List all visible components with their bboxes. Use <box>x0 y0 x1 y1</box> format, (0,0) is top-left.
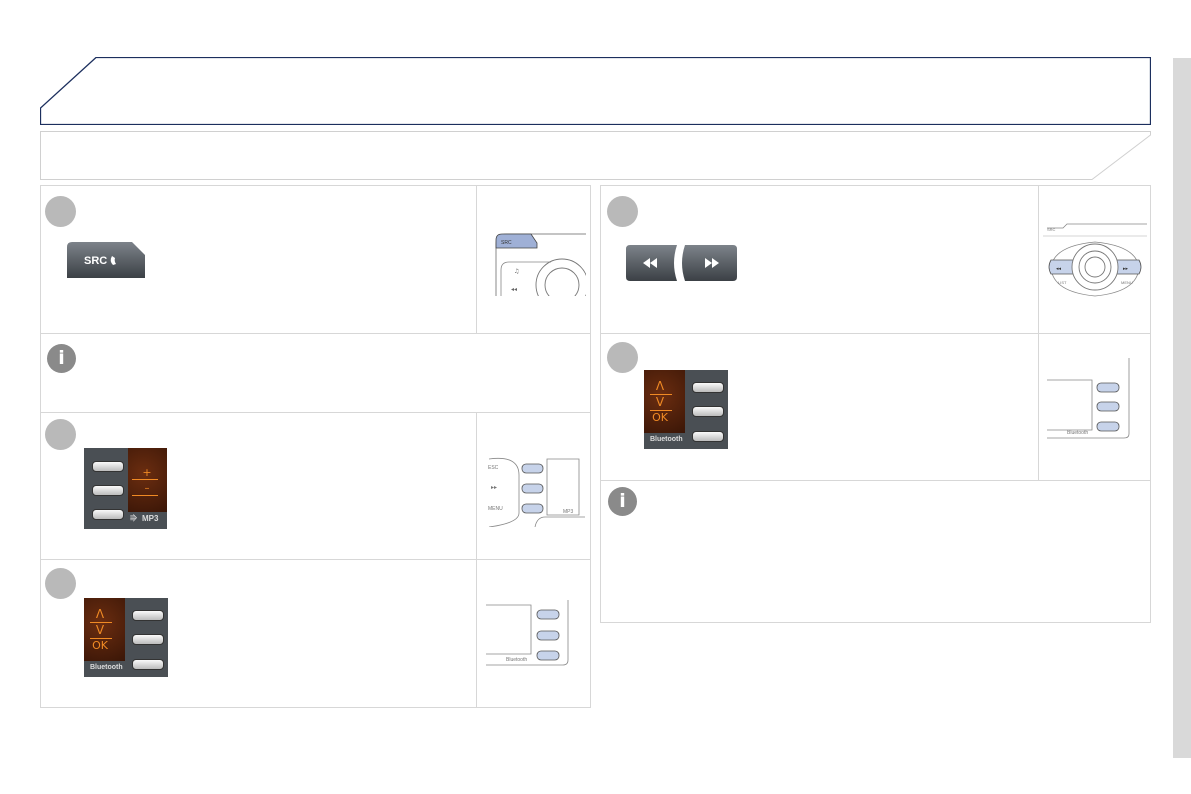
bt-key-middle <box>692 406 724 417</box>
step-mp3-cell: + – ⭆ MP3 ESC ▸▸ MENU MP3 <box>41 413 590 560</box>
bt-key-top <box>132 610 164 621</box>
info-note-cell-right: i <box>601 481 1150 622</box>
mini-bluetooth-label: Bluetooth <box>1067 430 1088 436</box>
step-bluetooth-cell-right: Λ V OK Bluetooth Bluetooth <box>601 334 1150 481</box>
right-panel: SRC ◂◂ ▸▸ LIST MENU Λ V OK Bluetooth <box>600 185 1151 623</box>
src-phone-button: SRC <box>67 242 145 278</box>
ok-label: OK <box>92 639 108 652</box>
mp3-panel-thumbnail: ESC ▸▸ MENU MP3 <box>488 457 585 527</box>
mp3-key-top <box>92 461 124 472</box>
seek-buttons <box>626 245 737 281</box>
bluetooth-label: Bluetooth <box>650 436 683 443</box>
section-header-tab <box>40 57 1151 125</box>
mini-menu-label-2: MENU <box>1121 280 1133 285</box>
step-marker <box>45 419 76 450</box>
radio-panel-src-thumbnail: SRC ♫ ◂◂ <box>495 233 586 296</box>
plus-label: + <box>142 466 152 479</box>
mini-src-label-2: SRC <box>1047 227 1056 232</box>
bt-key-bottom <box>132 659 164 670</box>
mp3-control-pad: + – ⭆ MP3 <box>84 448 167 529</box>
bluetooth-label: Bluetooth <box>90 664 123 671</box>
step-src-cell: SRC SRC ♫ ◂◂ <box>41 186 590 334</box>
step-marker <box>45 568 76 599</box>
page-edge-tab <box>1173 58 1191 758</box>
divider <box>1038 334 1039 481</box>
svg-text:◂◂: ◂◂ <box>511 286 517 293</box>
divider <box>476 186 477 334</box>
svg-text:♫: ♫ <box>514 268 519 275</box>
minus-label: – <box>144 483 150 494</box>
step-marker <box>607 196 638 227</box>
rewind-icon <box>643 258 650 268</box>
svg-text:◂◂: ◂◂ <box>1056 266 1062 272</box>
section-subheader <box>40 131 1151 180</box>
info-note-cell: i <box>41 334 590 413</box>
step-marker <box>45 196 76 227</box>
info-icon: i <box>608 487 637 516</box>
ok-label: OK <box>652 411 668 424</box>
bluetooth-control-pad: Λ V OK Bluetooth <box>84 598 168 677</box>
usb-icon: ⭆ <box>130 514 138 523</box>
bluetooth-panel-thumbnail: Bluetooth <box>486 600 569 666</box>
mini-mp3-label: MP3 <box>563 509 574 515</box>
mp3-key-middle <box>92 485 124 496</box>
mp3-key-bottom <box>92 509 124 520</box>
down-label: V <box>95 623 105 637</box>
bt-key-middle <box>132 634 164 645</box>
mini-src-label: SRC <box>501 240 512 246</box>
mini-bluetooth-label: Bluetooth <box>506 657 527 663</box>
step-seek-cell: SRC ◂◂ ▸▸ LIST MENU <box>601 186 1150 334</box>
svg-text:▸▸: ▸▸ <box>491 484 497 491</box>
up-label: Λ <box>655 379 665 393</box>
up-label: Λ <box>95 607 105 621</box>
seek-panel-thumbnail: SRC ◂◂ ▸▸ LIST MENU <box>1043 223 1147 297</box>
mini-menu-label: MENU <box>488 506 503 512</box>
down-label: V <box>655 395 665 409</box>
info-icon: i <box>47 344 76 373</box>
src-label: SRC <box>84 255 107 267</box>
bt-key-top <box>692 382 724 393</box>
mp3-label: MP3 <box>142 514 159 523</box>
divider <box>476 560 477 707</box>
bt-key-bottom <box>692 431 724 442</box>
mini-esc-label: ESC <box>488 465 499 471</box>
bluetooth-control-pad-right: Λ V OK Bluetooth <box>644 370 728 449</box>
left-panel: SRC SRC ♫ ◂◂ i + – <box>40 185 591 708</box>
fast-forward-icon <box>705 258 712 268</box>
divider <box>1038 186 1039 334</box>
phone-icon <box>110 256 116 265</box>
mini-list-label: LIST <box>1058 280 1067 285</box>
step-bluetooth-cell: Λ V OK Bluetooth Bluetooth <box>41 560 590 707</box>
step-marker <box>607 342 638 373</box>
bluetooth-panel-thumbnail-right: Bluetooth <box>1047 358 1130 439</box>
divider <box>476 413 477 560</box>
svg-text:▸▸: ▸▸ <box>1123 266 1129 272</box>
